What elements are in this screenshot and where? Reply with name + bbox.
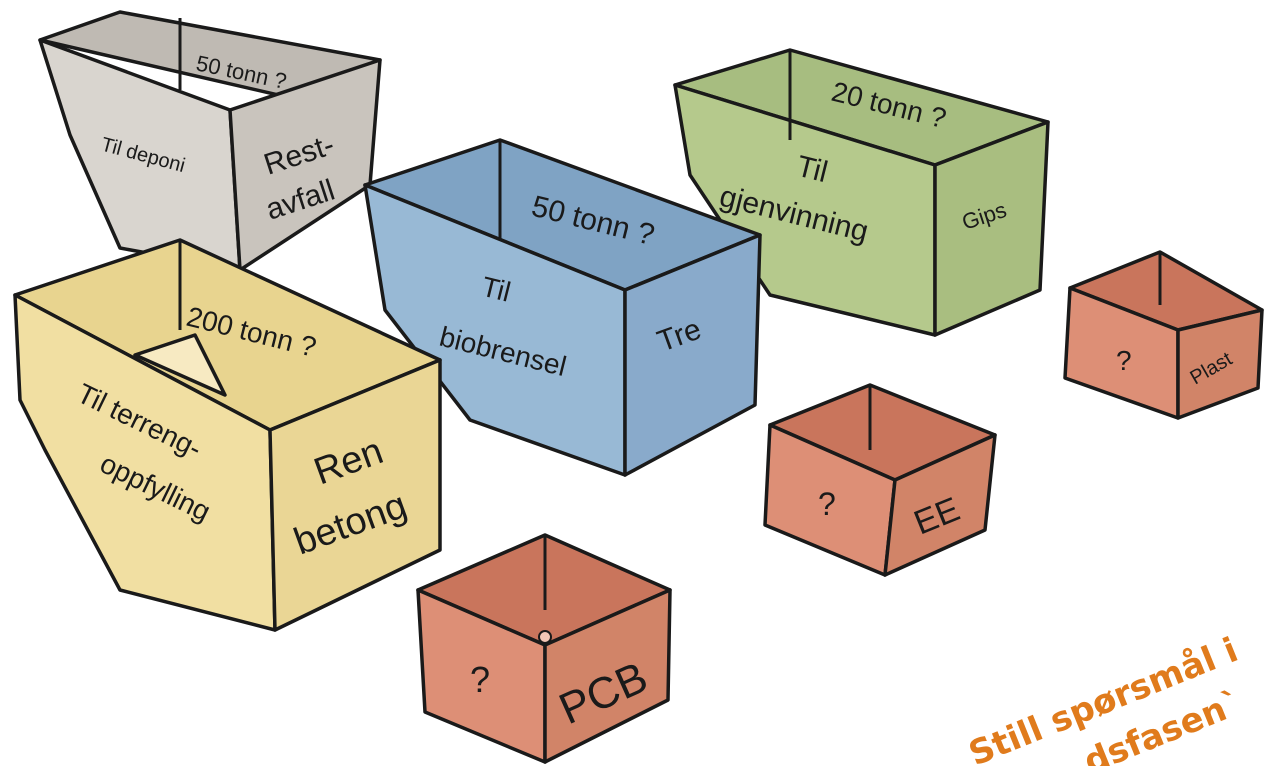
betong-inner-edge-2 (193, 334, 227, 396)
container-restavfall: 50 tonn ? Til deponi Rest- avfall (38, 10, 382, 272)
ee-front-label: ? (818, 486, 836, 522)
container-plast: ? Plast (1063, 250, 1264, 420)
pcb-side-face (543, 588, 672, 764)
pcb-front-label: ? (470, 659, 490, 700)
tre-side-face (623, 233, 762, 477)
plast-front-label: ? (1116, 345, 1132, 376)
gips-front-face (673, 83, 937, 337)
overlay-caption: Still spørsmål i dsfasen` (963, 630, 1248, 766)
container-pcb: ? PCB (416, 533, 672, 764)
plast-side-face (1176, 308, 1264, 420)
container-tre: 50 tonn ? Til biobrensel Tre (363, 138, 762, 477)
container-betong: 200 tonn ? Til terreng- oppfylling Ren b… (13, 238, 442, 632)
pcb-inner-corner (538, 630, 552, 644)
betong-side-face (268, 358, 442, 632)
gips-side-face (933, 120, 1050, 337)
container-ee: ? EE (763, 383, 997, 577)
container-gips: 20 tonn ? Til gjenvinning Gips (673, 48, 1050, 337)
ee-side-face (883, 433, 997, 577)
tre-front-face (363, 183, 627, 477)
